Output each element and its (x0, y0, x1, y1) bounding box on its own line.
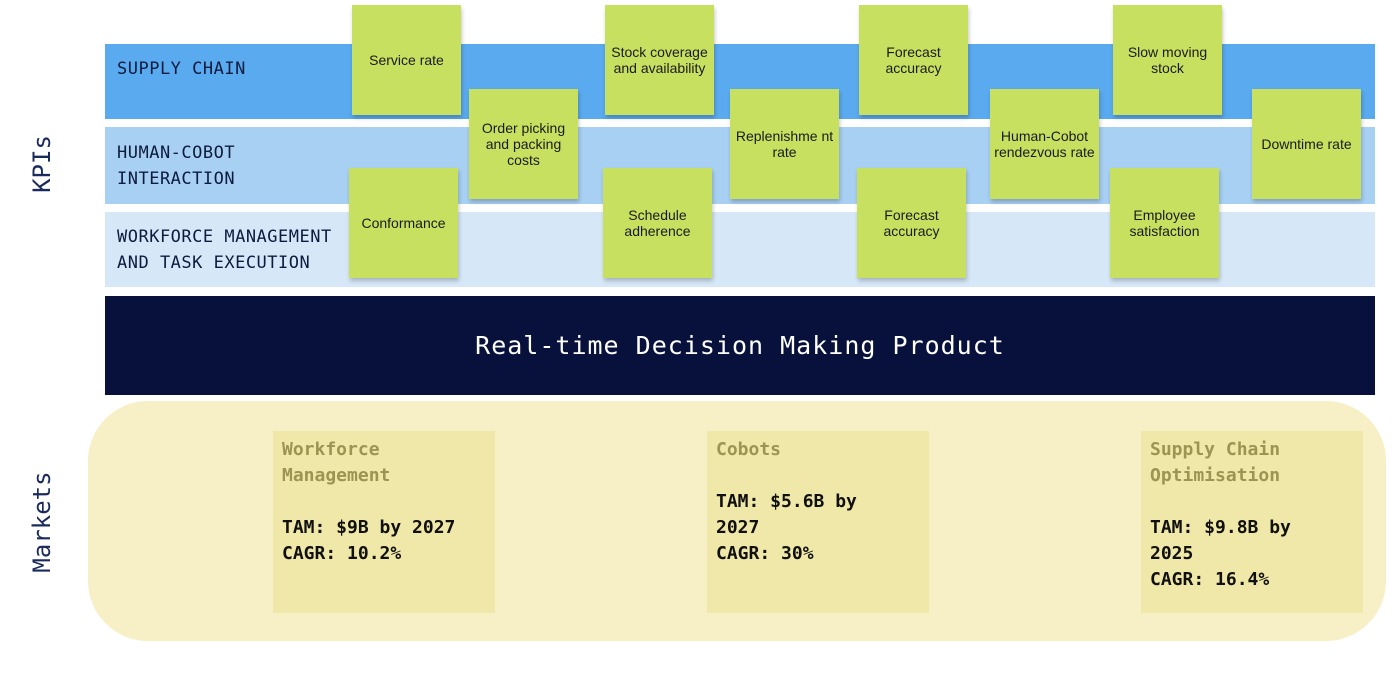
supply-chain-band-label: SUPPLY CHAIN (117, 59, 246, 79)
note-order-picking: Order picking and packing costs (469, 89, 578, 199)
note-conformance: Conformance (349, 168, 458, 278)
market-stats: TAM: $9.8B by 2025 CAGR: 16.4% (1150, 517, 1291, 590)
kpis-axis-label: KPIs (28, 135, 56, 193)
market-name: Supply Chain Optimisation (1150, 439, 1281, 486)
note-schedule-adherence: Schedule adherence (603, 168, 712, 278)
market-supply-chain-card: Supply Chain Optimisation TAM: $9.8B by … (1141, 431, 1363, 613)
market-stats: TAM: $5.6B by 2027 CAGR: 30% (716, 491, 857, 564)
note-slow-moving-stock: Slow moving stock (1113, 5, 1222, 115)
note-stock-coverage: Stock coverage and availability (605, 5, 714, 115)
product-title: Real-time Decision Making Product (475, 331, 1005, 360)
market-workforce-card: Workforce Management TAM: $9B by 2027 CA… (273, 431, 495, 613)
note-human-cobot-rate: Human-Cobot rendezvous rate (990, 89, 1099, 199)
human-cobot-band-label: HUMAN-COBOT INTERACTION (117, 143, 236, 189)
product-bar: Real-time Decision Making Product (105, 296, 1375, 395)
market-name: Workforce Management (282, 439, 391, 486)
note-forecast-accuracy-top: Forecast accuracy (859, 5, 968, 115)
note-forecast-accuracy-bottom: Forecast accuracy (857, 168, 966, 278)
note-replenishment-rate: Replenishme nt rate (730, 89, 839, 199)
note-employee-satisfaction: Employee satisfaction (1110, 168, 1219, 278)
market-name: Cobots (716, 439, 782, 460)
note-downtime-rate: Downtime rate (1252, 89, 1361, 199)
market-stats: TAM: $9B by 2027 CAGR: 10.2% (282, 517, 456, 564)
markets-axis-label: Markets (28, 471, 56, 573)
market-cobots-card: Cobots TAM: $5.6B by 2027 CAGR: 30% (707, 431, 929, 613)
workforce-band-label: WORKFORCE MANAGEMENT AND TASK EXECUTION (117, 227, 332, 273)
note-service-rate: Service rate (352, 5, 461, 115)
